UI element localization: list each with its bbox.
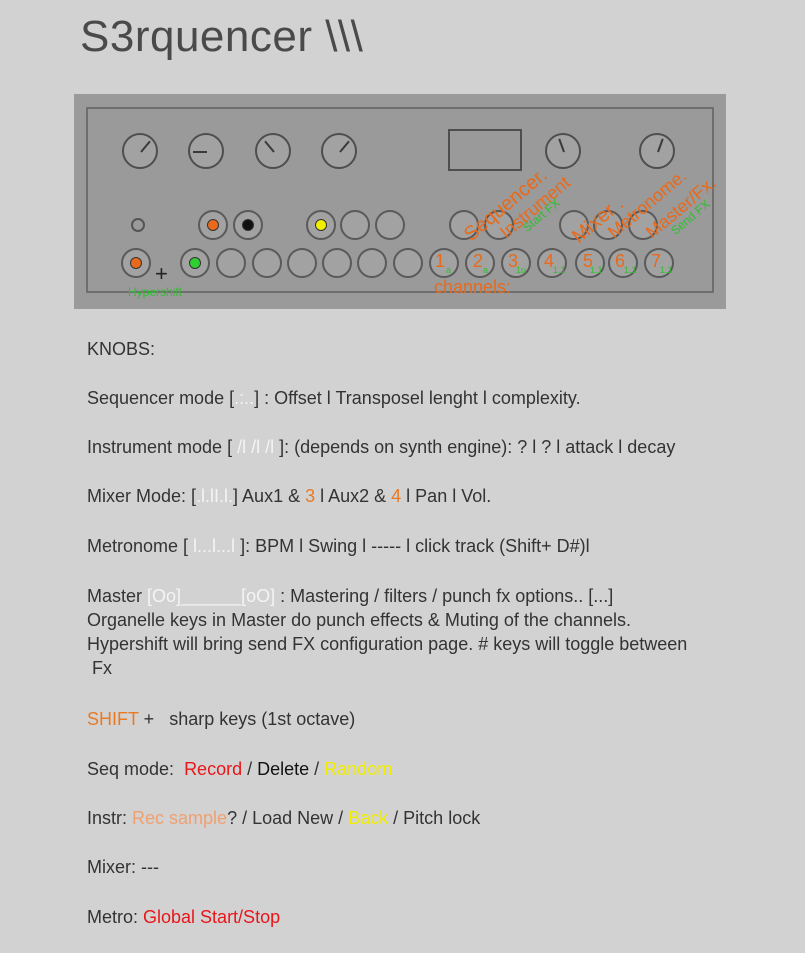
channel-number: 7 (651, 251, 662, 271)
button-yellow[interactable] (306, 210, 336, 240)
metronome-line: Metronome [ l...l...l ]: BPM l Swing l -… (87, 536, 590, 556)
mixer-mode-line: Mixer Mode: [.l.lI.l.] Aux1 & 3 l Aux2 &… (87, 486, 492, 506)
key-button[interactable] (357, 248, 387, 278)
button-black[interactable] (233, 210, 263, 240)
channel-sub: 1u (516, 265, 527, 275)
channel-sub: a (483, 265, 489, 275)
button-metronome[interactable] (593, 210, 623, 240)
device-diagram: 1 2 3 4 5 6 7 a a 1u 1.1 1.1 1.1 1.1 + H… (74, 94, 726, 309)
channel-button-3[interactable] (501, 248, 531, 278)
seq-mode-shift-line: Seq mode: Record / Delete / Random (87, 759, 393, 779)
button-mid-2[interactable] (375, 210, 405, 240)
channel-sub: 1.1 (553, 265, 566, 275)
channel-number: 6 (615, 251, 626, 271)
mixer-shift-line: Mixer: --- (87, 857, 159, 877)
channel-sub: 1.1 (590, 265, 603, 275)
metro-shift-line: Metro: Global Start/Stop (87, 907, 281, 927)
master-block: Master [Oo]______[oO] : Mastering / filt… (87, 586, 688, 678)
channel-button-4[interactable] (537, 248, 567, 278)
knob-1[interactable] (122, 133, 158, 169)
channel-number: 2 (473, 251, 484, 271)
channel-button-7[interactable] (644, 248, 674, 278)
knob-3[interactable] (255, 133, 291, 169)
button-mixer[interactable] (559, 210, 589, 240)
display-screen (448, 129, 522, 171)
instrument-mode-line: Instrument mode [ /l /l /l ]: (depends o… (87, 437, 676, 457)
channels-label: channels: (434, 277, 512, 297)
key-button[interactable] (252, 248, 282, 278)
hypershift-label: Hypershift (128, 285, 183, 299)
channel-button-6[interactable] (608, 248, 638, 278)
key-button[interactable] (322, 248, 352, 278)
key-button[interactable] (287, 248, 317, 278)
small-button[interactable] (131, 218, 145, 232)
knob-5[interactable] (545, 133, 581, 169)
knob-6[interactable] (639, 133, 675, 169)
button-shift[interactable] (121, 248, 151, 278)
channel-sub: a (446, 265, 452, 275)
button-hypershift[interactable] (180, 248, 210, 278)
channel-button-5[interactable] (575, 248, 605, 278)
sequencer-mode-line: Sequencer mode [.:..] : Offset l Transpo… (87, 388, 581, 408)
channel-number: 5 (583, 251, 594, 271)
button-master[interactable] (628, 210, 658, 240)
button-sequencer[interactable] (449, 210, 479, 240)
button-mid-1[interactable] (340, 210, 370, 240)
channel-sub: 1.1 (624, 265, 637, 275)
instr-shift-line: Instr: Rec sample? / Load New / Back / P… (87, 808, 481, 828)
channel-number: 3 (508, 251, 519, 271)
channel-button-2[interactable] (465, 248, 495, 278)
channel-button-1[interactable] (429, 248, 459, 278)
channel-sub: 1.1 (660, 265, 673, 275)
button-orange[interactable] (198, 210, 228, 240)
plus-sign: + (155, 261, 168, 286)
knob-4[interactable] (321, 133, 357, 169)
key-button[interactable] (393, 248, 423, 278)
knob-2[interactable] (188, 133, 224, 169)
channel-number: 4 (544, 251, 555, 271)
key-button[interactable] (216, 248, 246, 278)
page-title: S3rquencer \\\ (80, 12, 364, 61)
channel-number: 1 (435, 251, 446, 271)
button-instrument[interactable] (484, 210, 514, 240)
shift-line: SHIFT + sharp keys (1st octave) (87, 709, 356, 729)
knobs-heading: KNOBS: (87, 339, 156, 359)
device-panel: 1 2 3 4 5 6 7 a a 1u 1.1 1.1 1.1 1.1 + H… (86, 107, 720, 299)
